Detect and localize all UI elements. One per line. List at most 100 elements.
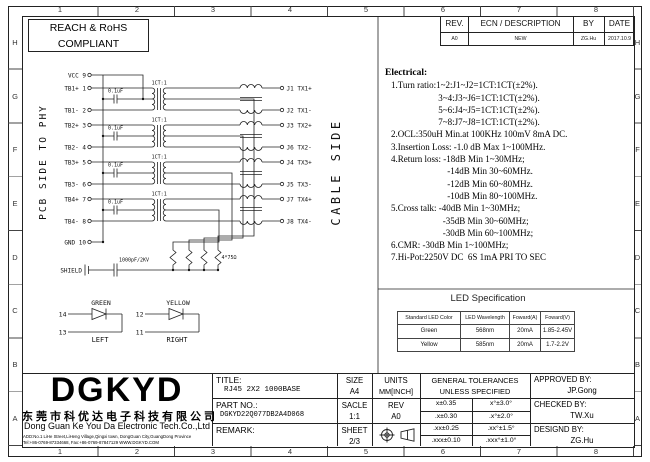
transformer-ratio-label: 1CT:1: [152, 118, 167, 124]
designed-label: DESIGND BY:: [534, 425, 584, 434]
led-color-label: GREEN: [91, 299, 111, 307]
compliance-line2: COMPLIANT: [57, 37, 120, 50]
led-col-header: Foward(V): [540, 311, 575, 325]
electrical-heading: Electrical:: [385, 68, 428, 78]
pin-label: TB1+ 1: [64, 85, 86, 92]
grid-ref: 4: [287, 5, 293, 14]
units-value: MM[INCH]: [378, 387, 414, 396]
transformer-ratio-label: 1CT:1: [152, 192, 167, 198]
pin-label: J4 TX3+: [287, 159, 313, 166]
led-cell: 585nm: [460, 337, 510, 352]
title-block-line: [420, 434, 530, 436]
pin-label: J8 TX4-: [287, 218, 312, 225]
ecn-value: NEW: [514, 36, 527, 42]
pin-label: J3 TX2+: [287, 122, 313, 129]
company-logo: DGKYD: [50, 371, 184, 409]
rev-value: A0: [451, 36, 458, 42]
sheet-value: 2/3: [349, 437, 360, 446]
size-label: SIZE: [345, 376, 364, 385]
electrical-line: 3.Insertion Loss: -1.0 dB Max 1~100MHz.: [391, 141, 546, 152]
title-value: RJ45 2X2 1000BASE: [224, 386, 301, 394]
electrical-line: -30dB Min 60~100MHz;: [391, 227, 534, 238]
transformer-ratio-label: 1CT:1: [152, 155, 167, 161]
date-value: 2017.10.9: [607, 36, 632, 42]
electrical-line: 1.Turn ratio:1~2:J1~J2=1CT:1CT(±2%).: [391, 80, 538, 91]
cable-side-label: CABLE SIDE: [329, 118, 343, 225]
title-block-line: [337, 373, 338, 446]
led-pin-label: 12: [136, 311, 144, 319]
title-block-line: [420, 410, 530, 412]
ruler-ticks-left: [8, 16, 22, 446]
led-col-header: Foward(A): [509, 311, 541, 325]
led-position-label: RIGHT: [166, 336, 188, 344]
grid-ref: 1: [57, 5, 63, 14]
grid-ref: D: [12, 253, 18, 262]
led-spec-title: LED Specification: [450, 293, 526, 304]
grid-ref: E: [634, 199, 640, 208]
date-header: DATE: [608, 19, 631, 28]
grid-ref: 8: [593, 5, 599, 14]
grid-ref: 3: [210, 5, 216, 14]
capacitor-label: 0.1uF: [108, 200, 123, 206]
compliance-line1: REACH & RoHS: [49, 22, 128, 34]
electrical-line: -14dB Min 30~60MHz.: [391, 166, 533, 177]
grid-ref: 6: [440, 5, 446, 14]
by-header: BY: [583, 19, 594, 28]
ecn-header: ECN / DESCRIPTION: [480, 19, 561, 28]
title-block-border: [22, 373, 634, 374]
checked-value: TW.Xu: [570, 411, 594, 420]
grid-ref: 6: [440, 447, 446, 456]
capacitor-label: 0.1uF: [108, 163, 123, 169]
grid-ref: D: [634, 253, 641, 262]
grid-ref: E: [12, 199, 18, 208]
title-block-line: [212, 398, 634, 399]
electrical-line: 3~4:J3~J6=1CT:1CT(±2%).: [391, 92, 540, 103]
pin-label: TB2- 4: [64, 144, 86, 151]
grid-ref: 2: [134, 5, 140, 14]
tol-angular: .xx°±1.5°: [487, 425, 515, 432]
tol-linear: x±0.35: [435, 400, 457, 407]
pcb-side-label: PCB SIDE TO PHY: [38, 104, 49, 220]
transformer-ratio-label: 1CT:1: [152, 81, 167, 87]
grid-ref: 8: [593, 447, 599, 456]
grid-ref: 4: [287, 447, 293, 456]
led-cell: Green: [397, 324, 461, 339]
pin-label: TB3- 6: [64, 181, 86, 188]
grid-ref: H: [634, 38, 641, 47]
electrical-notes: Electrical: 1.Turn ratio:1~2:J1~J2=1CT:1…: [385, 67, 631, 264]
tol-linear: .xx±0.25: [433, 425, 459, 432]
company-name-en: Dong Guan Ke You Da Electronic Tech.Co.,…: [24, 421, 210, 431]
led-cell: Yellow: [397, 337, 461, 352]
capacitor-label: 0.1uF: [108, 126, 123, 132]
grid-ref: A: [634, 414, 640, 423]
ruler-ticks-bottom: [22, 446, 634, 456]
section-divider: [377, 17, 634, 373]
title-block-line: [420, 373, 421, 446]
grid-ref: C: [12, 306, 18, 315]
electrical-line: -12dB Min 60~80MHz.: [391, 178, 533, 189]
rev-header: REV.: [445, 19, 464, 28]
electrical-line: 4.Return loss: -18dB Min 1~30MHz;: [391, 154, 525, 165]
electrical-line: 6.CMR: -30dB Min 1~100MHz;: [391, 240, 509, 251]
scale-label: SACLE: [341, 401, 368, 410]
projection-symbol-icon: [379, 427, 415, 443]
tolerances-title1: GENERAL TOLERANCES: [431, 376, 519, 385]
led-col-header: Standard LED Color: [397, 311, 461, 325]
led-cell: 1.85-2.45V: [540, 324, 575, 339]
grid-ref: 3: [210, 447, 216, 456]
inner-border: [22, 16, 635, 448]
electrical-line: -10dB Min 80~100MHz.: [391, 190, 538, 201]
electrical-line: 5.Cross talk: -40dB Min 1~30MHz;: [391, 203, 521, 214]
title-block-line: [372, 373, 373, 446]
grid-ref: G: [12, 92, 18, 101]
rev-value2: A0: [391, 412, 401, 421]
electrical-line: 5~6:J4~J5=1CT:1CT(±2%).: [391, 104, 540, 115]
led-cell: 20mA: [509, 324, 541, 339]
led-cell: 20mA: [509, 337, 541, 352]
tol-linear: .xxx±0.10: [431, 437, 461, 444]
pin-label: TB4+ 7: [64, 196, 86, 203]
pin-label: J5 TX3-: [287, 181, 312, 188]
led-color-label: YELLOW: [166, 299, 190, 307]
led-pin-label: 11: [136, 329, 144, 337]
